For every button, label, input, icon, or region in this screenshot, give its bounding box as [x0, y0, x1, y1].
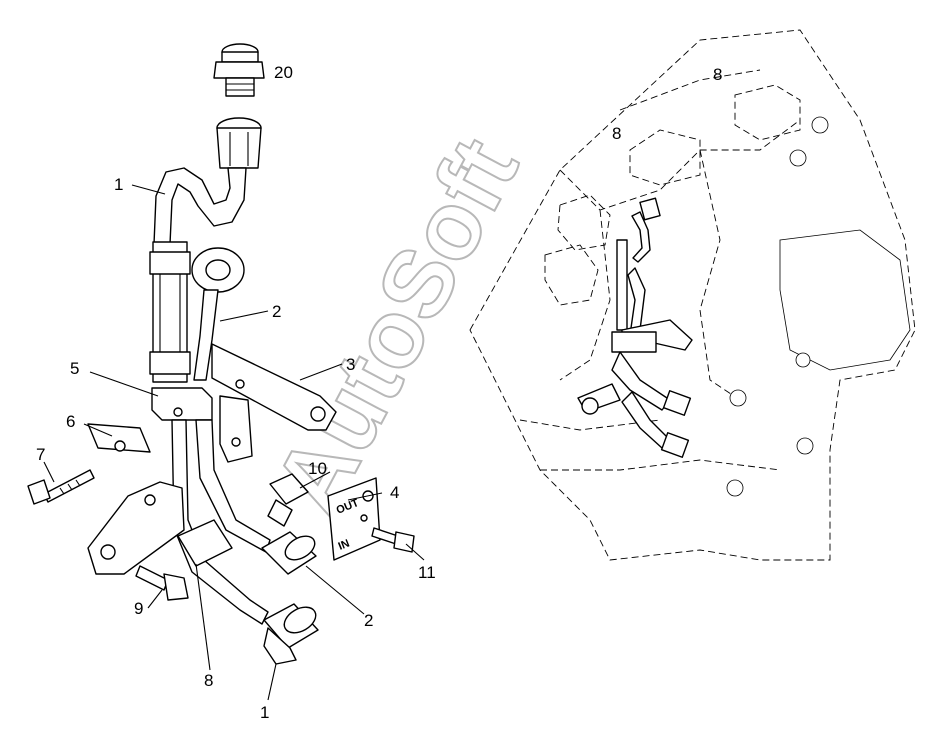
part-10-plug — [267, 473, 309, 527]
callout-2: 2 — [272, 302, 281, 321]
part-2-lower-nut — [261, 531, 317, 575]
part-8-clamp — [177, 519, 233, 567]
part-3-bracket — [211, 343, 337, 431]
lower-tubes — [171, 419, 271, 625]
callout-1: 1 — [114, 175, 123, 194]
callout-1: 1 — [260, 703, 269, 722]
base-bracket — [87, 481, 185, 575]
engine-block: 8 8 — [469, 29, 916, 561]
callout-9: 9 — [134, 599, 143, 618]
part-7-bolt — [27, 469, 95, 505]
callout-3: 3 — [346, 355, 355, 374]
part-6-spacer — [87, 423, 151, 453]
callout-10: 10 — [308, 459, 327, 478]
callout-8: 8 — [204, 671, 213, 690]
callout-2: 2 — [364, 611, 373, 630]
engine-mark: 8 — [612, 124, 621, 143]
callout-6: 6 — [66, 412, 75, 431]
watermark-text: AutoSoft — [254, 122, 539, 530]
part-1-upper-tube — [149, 117, 262, 383]
callout-7: 7 — [36, 445, 45, 464]
callouts: 20 1 2 3 5 6 7 10 4 11 9 2 8 1 — [36, 63, 436, 722]
part-1-lower-nut — [263, 603, 319, 665]
plate-in-label: IN — [337, 538, 352, 553]
engine-tube-assembly — [577, 197, 693, 458]
part-5-clamp-block — [151, 387, 213, 421]
callout-4: 4 — [390, 483, 399, 502]
watermark: AutoSoft — [253, 121, 540, 531]
part-2-banjo-tube — [191, 247, 245, 381]
leader-lines — [43, 184, 425, 701]
callout-20: 20 — [274, 63, 293, 82]
engine-mark: 8 — [713, 65, 722, 84]
callout-11: 11 — [418, 563, 436, 582]
callout-5: 5 — [70, 359, 79, 378]
part-9-bolt — [135, 565, 189, 601]
part-4-in-out-plate: OUT IN — [327, 477, 381, 561]
part-20-adapter-fitting — [213, 43, 265, 97]
mounting-bracket — [219, 395, 253, 463]
